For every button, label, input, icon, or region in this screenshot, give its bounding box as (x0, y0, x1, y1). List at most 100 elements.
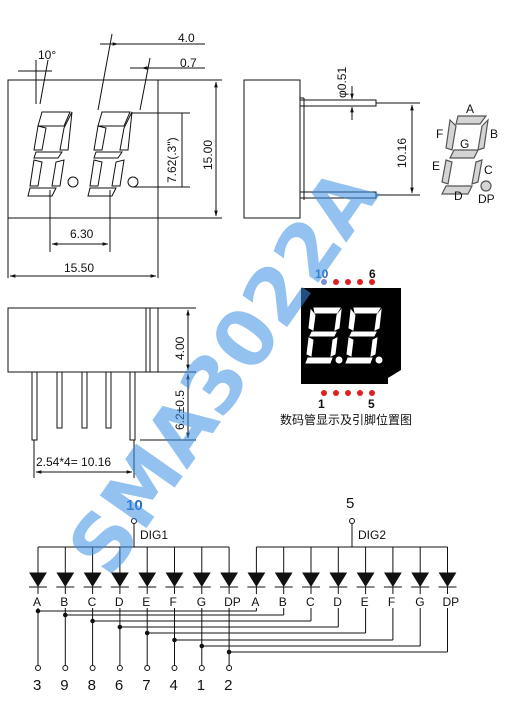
led-diode (192, 572, 211, 587)
led-diode (274, 572, 293, 587)
seg-label-g: G (460, 137, 469, 151)
pin-terminal (226, 665, 233, 671)
dim-6-30: 6.30 (70, 227, 94, 241)
dig2-pin-number: 5 (346, 495, 354, 512)
pin-number-label: 6 (115, 677, 123, 694)
display-photo (301, 279, 401, 396)
seg-label-c: C (484, 163, 493, 177)
top-pin-dot (321, 279, 327, 285)
pin-number-label: 3 (33, 677, 41, 694)
pin-number-label: 8 (88, 677, 96, 694)
photo-pin-10: 10 (315, 267, 329, 281)
bottom-pin-dot (321, 390, 327, 396)
photo-pin-5: 5 (368, 397, 375, 411)
digit-1-outline (27, 111, 79, 197)
lit-digits (305, 307, 383, 364)
photo-pin-1: 1 (318, 397, 325, 411)
side-view (243, 79, 420, 219)
digit-2-outline (87, 111, 139, 197)
dig2-label: DIG2 (358, 528, 386, 542)
junction-dot (63, 612, 68, 618)
segment-label: B (60, 595, 68, 609)
segment-label: B (279, 595, 287, 609)
segment-label: D (115, 595, 124, 609)
pin-terminal (198, 665, 205, 671)
pin-number-label: 7 (142, 677, 150, 694)
seg-label-a: A (466, 102, 474, 116)
pin-number-label: 1 (197, 677, 205, 694)
caption: 数码管显示及引脚位置图 (280, 412, 412, 427)
led-diode (56, 572, 75, 587)
segment-label: C (88, 595, 97, 609)
pin-view (7, 307, 196, 478)
bottom-pin-dots (321, 390, 375, 396)
dim-15-00: 15.00 (201, 140, 215, 170)
led-diode (356, 572, 375, 587)
seg-label-d: D (454, 189, 463, 203)
junction-dot (35, 608, 41, 614)
dim-0-7: 0.7 (180, 56, 197, 70)
junction-dot (90, 618, 95, 624)
pin-terminal (62, 665, 69, 671)
led-diode (83, 572, 102, 587)
led-diode (384, 572, 402, 587)
pins (31, 371, 136, 441)
dim-6-2: 6.2±0.5 (173, 390, 187, 430)
led-diode (111, 572, 129, 587)
dig1-pin-number: 10 (126, 497, 143, 514)
dig2-terminal (349, 518, 355, 524)
bottom-pin-dot (357, 390, 363, 396)
led-diode (302, 572, 320, 587)
seg-label-e: E (432, 159, 440, 173)
pin-terminal (144, 665, 151, 671)
segment-label: DP (224, 595, 241, 609)
angle-label: 10° (38, 48, 56, 62)
top-pin-dot (369, 279, 375, 285)
dim-4-0: 4.0 (178, 31, 195, 45)
led-diode (165, 572, 184, 587)
junction-dot (144, 630, 150, 636)
dim-10-16: 10.16 (395, 138, 409, 168)
dim-7-62: 7.62(.3") (165, 137, 179, 183)
schematic (29, 518, 457, 671)
pin-number-label: 4 (170, 677, 178, 694)
junction-dot (117, 624, 123, 630)
dim-0-51: φ0.51 (335, 67, 349, 98)
dim-4-00: 4.00 (173, 336, 187, 360)
photo-pin-6: 6 (369, 267, 376, 281)
segment-label: C (306, 595, 315, 609)
pin-terminal (116, 665, 123, 671)
led-diode (329, 572, 348, 587)
top-pin-dots (321, 279, 375, 285)
segment-label: G (415, 595, 424, 609)
top-pin-dot (345, 279, 351, 285)
segment-label: D (333, 595, 342, 609)
seg-label-f: F (436, 127, 443, 141)
segment-label: A (251, 595, 259, 609)
pin-terminal (171, 665, 178, 671)
led-diode (247, 572, 266, 587)
led-diode (220, 572, 238, 587)
segment-label: F (170, 595, 177, 609)
segment-label: E (142, 595, 150, 609)
pin-number-label: 9 (60, 677, 68, 694)
dig1-label: DIG1 (140, 528, 168, 542)
junction-dot (226, 649, 232, 655)
bottom-pin-dot (369, 390, 375, 396)
dim-15-50: 15.50 (64, 261, 94, 275)
segment-label: F (388, 595, 395, 609)
top-pin-dot (333, 279, 339, 285)
segment-label: E (361, 595, 369, 609)
top-pin-dot (357, 279, 363, 285)
segment-label: A (33, 595, 41, 609)
pin-number-label: 2 (224, 677, 232, 694)
seg-label-b: B (490, 127, 498, 141)
pin-labels: 3 9 8 6 7 4 1 2 (33, 677, 232, 694)
segment-label: DP (443, 595, 460, 609)
bottom-pin-dot (345, 390, 351, 396)
led-diode (29, 572, 47, 587)
led-diode (138, 572, 157, 587)
front-view (7, 33, 222, 278)
